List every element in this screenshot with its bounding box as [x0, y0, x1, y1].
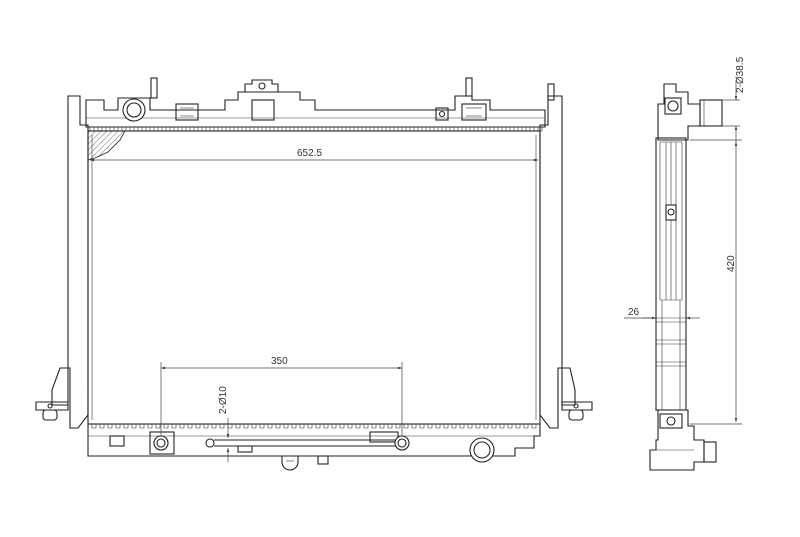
- dim-core-width: 652.5: [90, 148, 538, 162]
- dim-large-pipe-label: 2-Ø38.5: [735, 56, 746, 93]
- bottom-tank: [87, 423, 541, 471]
- dim-core-thickness-label: 26: [628, 307, 640, 318]
- drain-plug: [281, 455, 299, 471]
- top-inlet-pipe: [122, 98, 146, 122]
- dim-large-pipe: 2-Ø38.5: [722, 56, 746, 146]
- front-view: 652.5 350 2-Ø10: [35, 77, 593, 471]
- dim-pipe-spacing: 350: [160, 356, 403, 436]
- dim-core-thickness: 26: [624, 307, 700, 320]
- dim-core-width-label: 652.5: [297, 148, 322, 159]
- left-side-bracket: [35, 95, 89, 429]
- dim-core-height-label: 420: [726, 255, 737, 272]
- small-pipe-right: [394, 435, 410, 451]
- right-side-bracket: [539, 95, 593, 429]
- small-pipe-left: [205, 438, 215, 448]
- dim-pipe-spacing-label: 350: [271, 356, 288, 367]
- top-tank: [85, 77, 555, 161]
- side-lower-pipe: [703, 441, 717, 463]
- dim-core-height: 420: [690, 139, 742, 425]
- filler-cap: [244, 79, 279, 93]
- side-view: 2-Ø38.5 420 26: [624, 56, 746, 471]
- dim-small-pipe: 2-Ø10: [218, 386, 230, 462]
- radiator-core: [87, 130, 541, 425]
- dim-small-pipe-label: 2-Ø10: [218, 386, 229, 414]
- side-upper-pipe: [699, 99, 723, 127]
